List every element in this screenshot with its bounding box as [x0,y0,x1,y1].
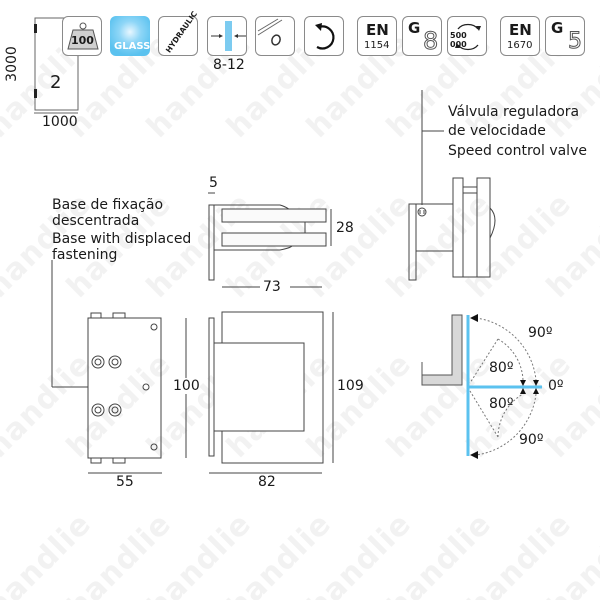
base-annotation-en-line2: fastening [52,247,118,263]
glass-label: GLASS [114,41,151,52]
grade-number: 8 [422,27,439,56]
grade-number: 5 [568,29,583,55]
en-number: 1154 [364,40,390,51]
hydraulic-icon: HYDRAULIC [158,10,199,56]
hinge-bottom [34,89,37,98]
hinge-top [34,24,37,33]
en-1670-icon: EN 1670 [500,16,540,56]
angle-open-top-label: 90º [528,325,553,341]
grade-5-icon: G 5 [545,16,585,56]
top-view-thickness-label: 5 [209,175,218,191]
en-label: EN [366,21,389,39]
base-width-label: 55 [116,474,134,490]
grade-8-icon: G 8 [402,16,442,56]
base-annotation-pt-line1: Base de fixação [52,197,164,213]
valve-annotation-en: Speed control valve [448,143,587,159]
weight-value: 100 [71,34,94,47]
en-label: EN [509,21,532,39]
glass-hole-icon [255,16,295,56]
rotation-icon [304,16,344,56]
valve-annotation-pt-line1: Válvula reguladora [448,104,580,120]
door-count-label: 2 [50,72,62,93]
base-annotation-en-line1: Base with displaced [52,231,192,247]
cycles-icon: 500 000 [447,16,487,56]
glass-icon: GLASS [110,16,150,56]
glass-thickness-icon [207,16,247,56]
base-height-label: 100 [173,378,200,394]
en-number: 1670 [507,40,533,51]
front-width-label: 82 [258,474,276,490]
grade-letter: G [551,19,564,37]
top-view-height-label: 28 [336,220,354,236]
angle-stop-top-label: 80º [489,360,514,376]
angle-open-bottom-label: 90º [519,432,544,448]
weight-icon: 100 [62,16,102,56]
base-annotation-pt-line2: descentrada [52,213,140,229]
en-1154-icon: EN 1154 [357,16,397,56]
glass-thickness-label: 8-12 [213,57,245,73]
door-width-label: 1000 [42,114,78,130]
angle-stop-bottom-label: 80º [489,396,514,412]
valve-annotation-pt-line2: de velocidade [448,123,546,139]
angle-closed-label: 0º [548,378,564,394]
top-view-width-label: 73 [263,279,281,295]
front-height-label: 109 [337,378,364,394]
grade-letter: G [408,19,421,37]
cycles-label: 500 000 [450,31,467,49]
